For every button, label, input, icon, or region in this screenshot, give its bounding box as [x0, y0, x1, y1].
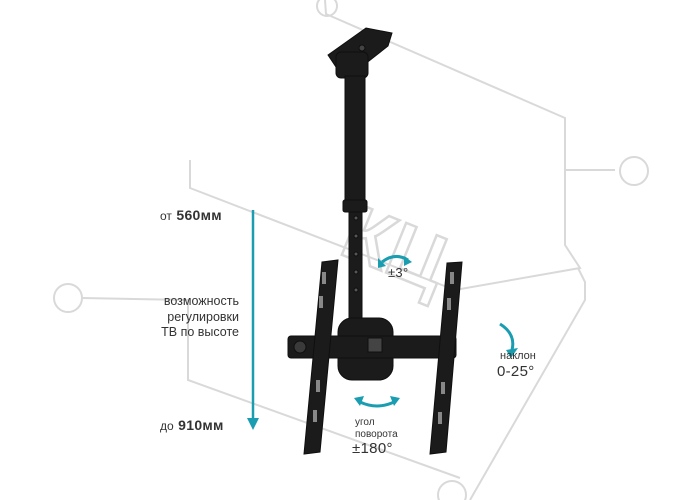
- height-caption-line: возможность: [163, 294, 239, 308]
- height-from-prefix: от: [160, 209, 172, 223]
- tilt-caption: наклон: [500, 350, 536, 362]
- watermark-circle: [437, 480, 467, 500]
- pole-hole: [353, 269, 359, 275]
- rotate-arrow-head-right: [390, 396, 400, 406]
- left-vertical-arm: [303, 259, 339, 455]
- height-from-label: от 560мм: [160, 207, 222, 225]
- swivel-value: ±3°: [388, 265, 409, 280]
- arm-slot: [319, 296, 323, 308]
- tilt-value: 0-25°: [497, 363, 535, 380]
- rotate-arrow-head-left: [354, 396, 364, 406]
- rotate-caption-line: поворота: [355, 428, 398, 440]
- arm-slot: [313, 410, 317, 422]
- pole-hole: [353, 251, 359, 257]
- upper-pole: [344, 75, 366, 207]
- rotate-caption-line: угол: [355, 417, 375, 428]
- height-caption-line: ТВ по высоте: [161, 325, 239, 340]
- height-arrow-head: [247, 418, 259, 430]
- watermark-circle: [619, 156, 649, 186]
- height-from-value: 560мм: [176, 207, 222, 223]
- height-caption: возможность регулировки ТВ по высоте: [144, 294, 239, 341]
- pole-hole: [353, 233, 359, 239]
- ceiling-bolt: [358, 44, 366, 52]
- rotate-arrow-icon: [359, 400, 395, 408]
- rotate-value: ±180°: [352, 440, 393, 457]
- height-caption-line: регулировки: [167, 309, 239, 324]
- lower-pole: [348, 203, 363, 325]
- arm-slot: [441, 382, 445, 394]
- watermark-circle: [316, 0, 338, 17]
- watermark-frame-line: [81, 297, 461, 479]
- ceiling-bracket: [335, 51, 369, 79]
- watermark-circle: [53, 283, 83, 313]
- tilt-arrow-icon: [499, 322, 515, 351]
- swivel-arrow-head-left: [378, 258, 386, 268]
- arm-slot: [450, 272, 454, 284]
- bar-knob: [293, 340, 307, 354]
- arm-slot: [438, 412, 442, 424]
- pole-clamp: [342, 199, 368, 213]
- pole-hole: [353, 215, 359, 221]
- rotate-caption: угол поворота: [355, 417, 398, 440]
- height-to-prefix: до: [160, 419, 174, 433]
- swivel-arrow-head-right: [404, 256, 412, 266]
- watermark-frame-line: [469, 267, 586, 500]
- head-label: [367, 337, 383, 353]
- height-to-label: до 910мм: [160, 417, 224, 435]
- tilt-arrow-head: [506, 348, 518, 358]
- arm-slot: [316, 380, 320, 392]
- pole-hole: [353, 287, 359, 293]
- height-to-value: 910мм: [178, 417, 224, 433]
- arm-slot: [322, 272, 326, 284]
- right-vertical-arm: [429, 261, 463, 455]
- arm-slot: [447, 298, 451, 310]
